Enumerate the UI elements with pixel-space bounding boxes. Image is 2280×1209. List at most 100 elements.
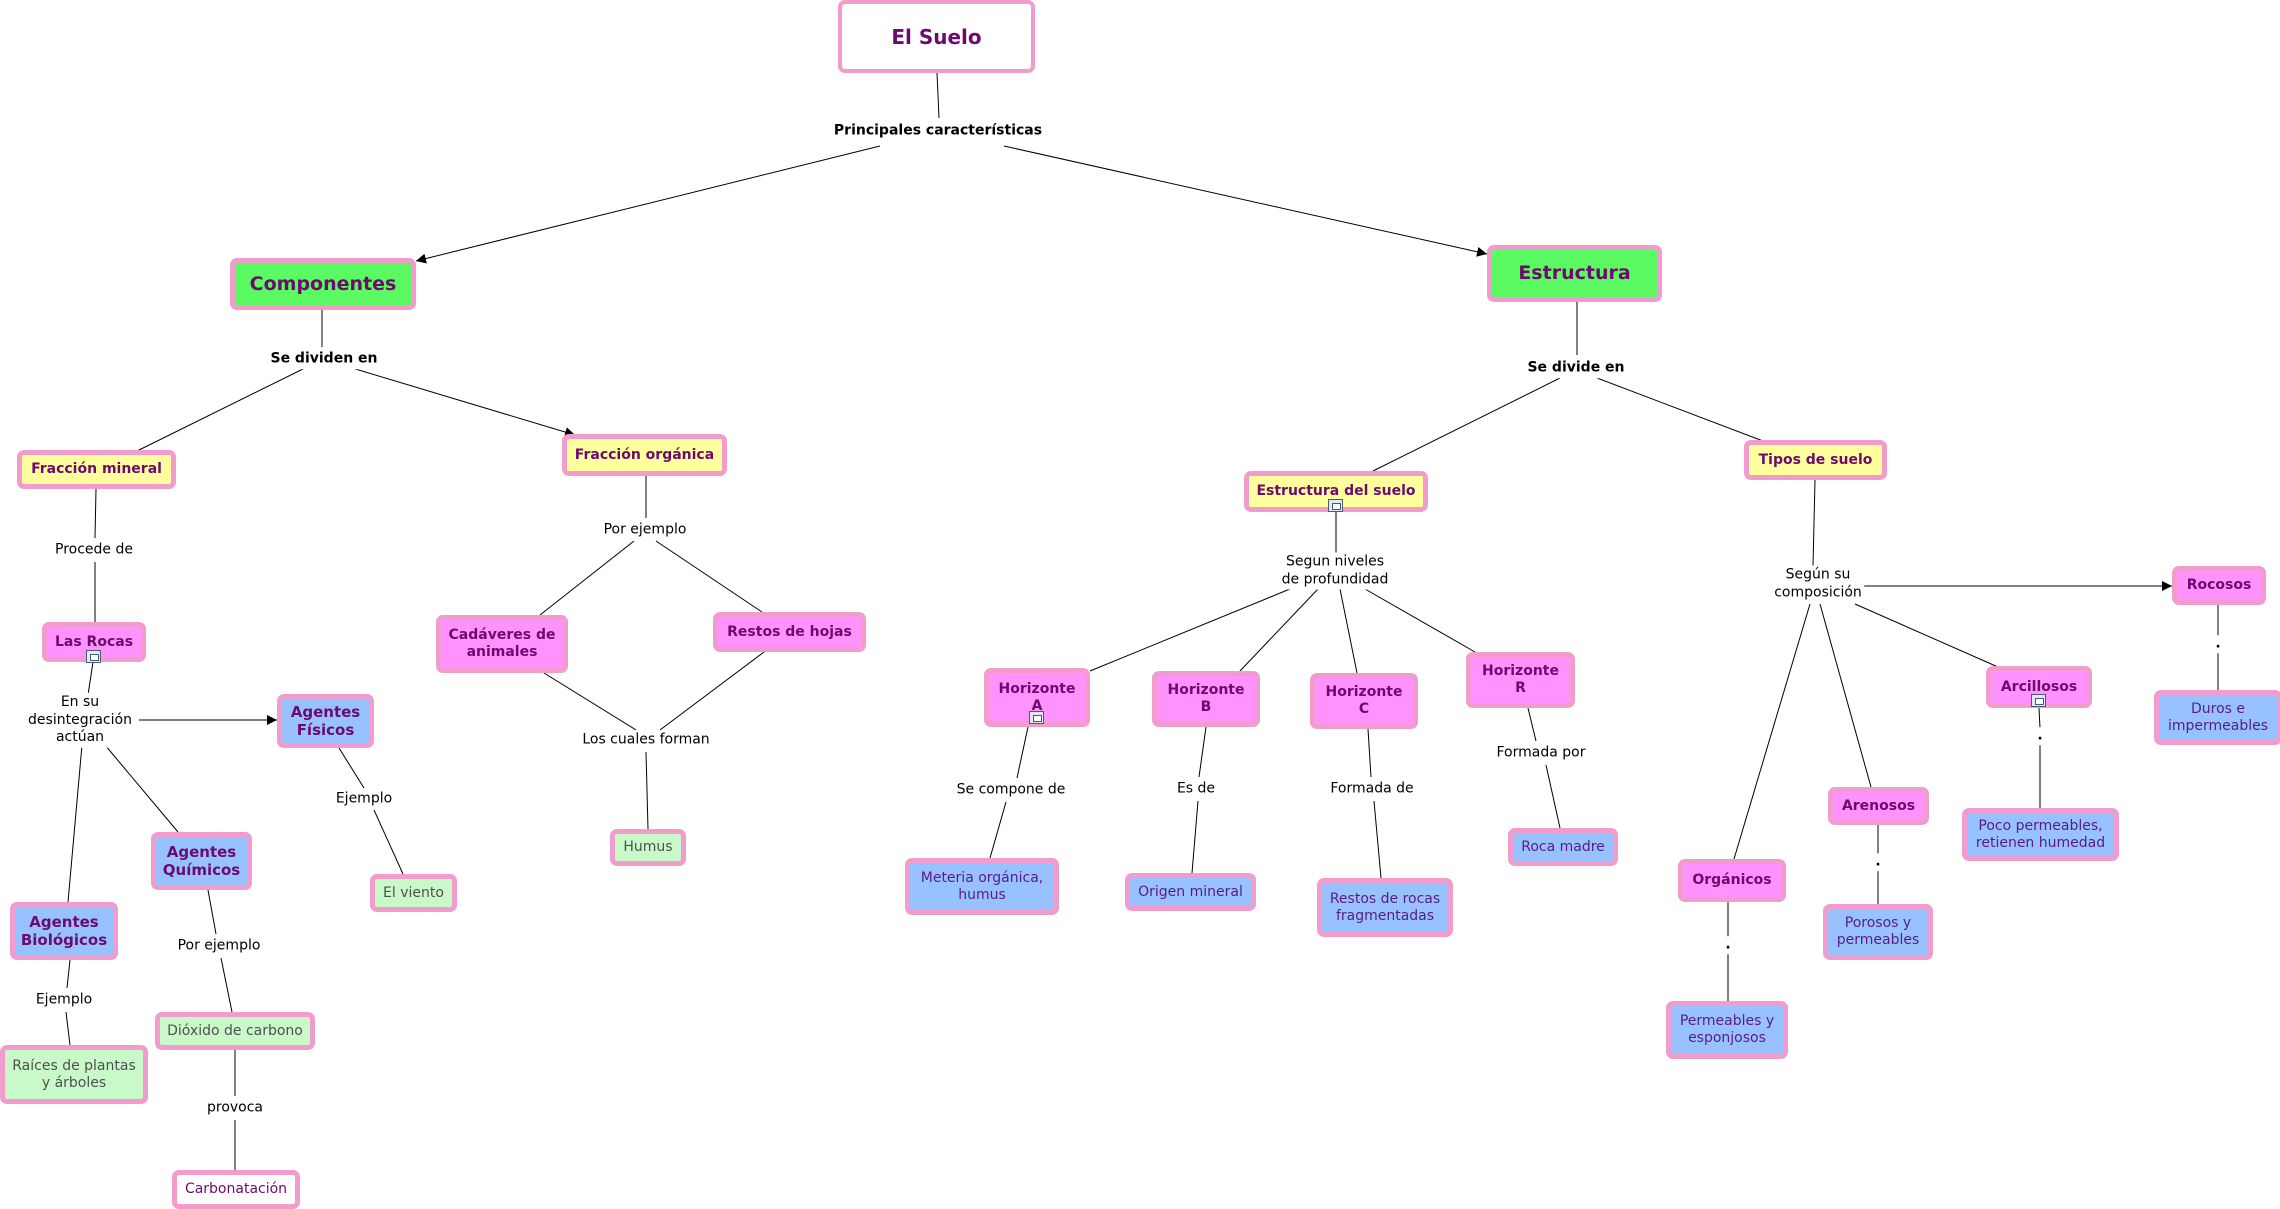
concept-label: Carbonatación	[184, 1181, 288, 1198]
linking-phrase: Ejemplo	[33, 990, 95, 1010]
concept-quimicos[interactable]: Agentes Químicos	[151, 832, 252, 890]
linking-phrase: .	[2214, 635, 2222, 653]
linking-phrase: Es de	[1174, 779, 1218, 799]
concept-label: Estructura	[1518, 262, 1631, 285]
connector-line	[539, 540, 635, 616]
concept-estructura[interactable]: Estructura	[1487, 245, 1662, 302]
concept-label: Las Rocas	[54, 633, 134, 650]
concept-arenosos[interactable]: Arenosos	[1828, 787, 1929, 825]
concept-origen[interactable]: Origen mineral	[1125, 873, 1256, 911]
connector-line	[1854, 603, 1999, 668]
concept-label: Humus	[623, 839, 673, 856]
concept-label: Fracción mineral	[31, 461, 162, 478]
concept-label: Dióxido de carbono	[167, 1022, 303, 1039]
concept-organicos[interactable]: Orgánicos	[1678, 859, 1786, 902]
connector-line	[66, 959, 71, 989]
concept-label: Orgánicos	[1692, 872, 1772, 889]
concept-label: Restos de hojas	[727, 623, 852, 640]
resource-icon[interactable]	[1328, 499, 1343, 512]
linking-phrase: .	[1724, 936, 1732, 954]
concept-humus[interactable]: Humus	[610, 829, 686, 866]
connector-line	[373, 809, 404, 875]
concept-label: Horizonte R	[1482, 663, 1559, 696]
connector-line	[1089, 588, 1291, 672]
linking-phrase: Se compone de	[954, 780, 1068, 800]
concept-label: Rocosos	[2186, 577, 2252, 594]
connector-line	[655, 540, 763, 613]
concept-restosrocas[interactable]: Restos de rocas fragmentadas	[1317, 878, 1453, 937]
concept-duros[interactable]: Duros e impermeables	[2154, 690, 2280, 745]
connector-line	[1373, 800, 1382, 879]
concept-label: Horizonte A	[998, 680, 1076, 714]
concept-label: Poco permeables, retienen humedad	[1975, 817, 2106, 851]
concept-tipos[interactable]: Tipos de suelo	[1744, 440, 1887, 480]
connector-line	[936, 72, 940, 119]
concept-horB[interactable]: Horizonte B	[1152, 671, 1260, 727]
concept-raices[interactable]: Raíces de plantas y árboles	[0, 1045, 148, 1104]
connector-line	[338, 747, 365, 789]
concept-rocosos[interactable]: Rocosos	[2172, 566, 2266, 605]
concept-rocamadre[interactable]: Roca madre	[1508, 828, 1618, 866]
concept-permeables[interactable]: Permeables y esponjosos	[1666, 1001, 1788, 1059]
concept-biologicos[interactable]: Agentes Biológicos	[10, 902, 118, 960]
concept-materia[interactable]: Meteria orgánica, humus	[905, 858, 1059, 915]
concept-label: Agentes Físicos	[290, 703, 361, 739]
connector-line	[1527, 707, 1537, 742]
connector-line	[1239, 588, 1319, 672]
linking-phrase: Se divide en	[1525, 358, 1627, 378]
linking-phrase: Ejemplo	[333, 789, 395, 809]
concept-fmineral[interactable]: Fracción mineral	[17, 450, 176, 489]
concept-label: Tipos de suelo	[1758, 451, 1873, 468]
concept-label: Estructura del suelo	[1256, 483, 1416, 500]
concept-poco[interactable]: Poco permeables, retienen humedad	[1962, 808, 2119, 861]
concept-label: Raíces de plantas y árboles	[12, 1057, 136, 1091]
resource-icon[interactable]	[86, 650, 101, 663]
connector-line	[543, 672, 637, 731]
concept-cadaveres[interactable]: Cadáveres de animales	[436, 615, 568, 673]
connector-line	[1016, 726, 1029, 779]
concept-fisicos[interactable]: Agentes Físicos	[277, 694, 374, 748]
concept-porosos[interactable]: Porosos y permeables	[1823, 904, 1933, 960]
concept-label: Meteria orgánica, humus	[920, 869, 1044, 903]
connector-line	[2038, 707, 2041, 729]
linking-phrase: .	[1874, 853, 1882, 871]
connector-line	[207, 889, 217, 935]
concept-label: El viento	[383, 884, 444, 901]
concept-carbonatacion[interactable]: Carbonatación	[172, 1170, 300, 1209]
linking-phrase: provoca	[204, 1098, 266, 1118]
concept-label: Agentes Químicos	[162, 843, 241, 879]
linking-phrase: Por ejemplo	[601, 520, 689, 540]
linking-phrase: Según su composición	[1772, 565, 1864, 603]
concept-label: Arenosos	[1841, 797, 1916, 814]
concept-horC[interactable]: Horizonte C	[1310, 673, 1418, 729]
concept-label: Porosos y permeables	[1836, 915, 1920, 948]
concept-horR[interactable]: Horizonte R	[1466, 652, 1575, 708]
concept-label: Restos de rocas fragmentadas	[1329, 890, 1441, 924]
concept-viento[interactable]: El viento	[370, 874, 457, 912]
connector-line	[1372, 377, 1561, 472]
concept-restos[interactable]: Restos de hojas	[713, 612, 866, 652]
concept-label: Componentes	[249, 272, 397, 295]
concept-label: Horizonte B	[1167, 682, 1245, 715]
connector-line	[1812, 479, 1816, 567]
concept-estsuelo[interactable]: Estructura del suelo	[1244, 471, 1428, 512]
concept-label: El Suelo	[891, 24, 982, 49]
linking-phrase: Por ejemplo	[175, 936, 263, 956]
linking-phrase: .	[2036, 727, 2044, 745]
concept-label: Origen mineral	[1138, 883, 1243, 900]
linking-phrase: Los cuales forman	[580, 730, 712, 750]
concept-dioxido[interactable]: Dióxido de carbono	[155, 1012, 315, 1050]
connector-line	[1819, 603, 1872, 788]
concept-suelo[interactable]: El Suelo	[838, 0, 1035, 73]
resource-icon[interactable]	[2031, 694, 2046, 707]
connector-line	[659, 651, 765, 731]
concept-label: Duros e impermeables	[2167, 700, 2269, 734]
concept-componentes[interactable]: Componentes	[230, 258, 416, 310]
concept-forganica[interactable]: Fracción orgánica	[562, 434, 727, 476]
connector-line	[87, 661, 94, 696]
connector-line	[67, 744, 83, 903]
connector-arrow	[351, 367, 576, 437]
resource-icon[interactable]	[1029, 711, 1044, 724]
linking-phrase: En su desintegración actúan	[26, 692, 134, 748]
